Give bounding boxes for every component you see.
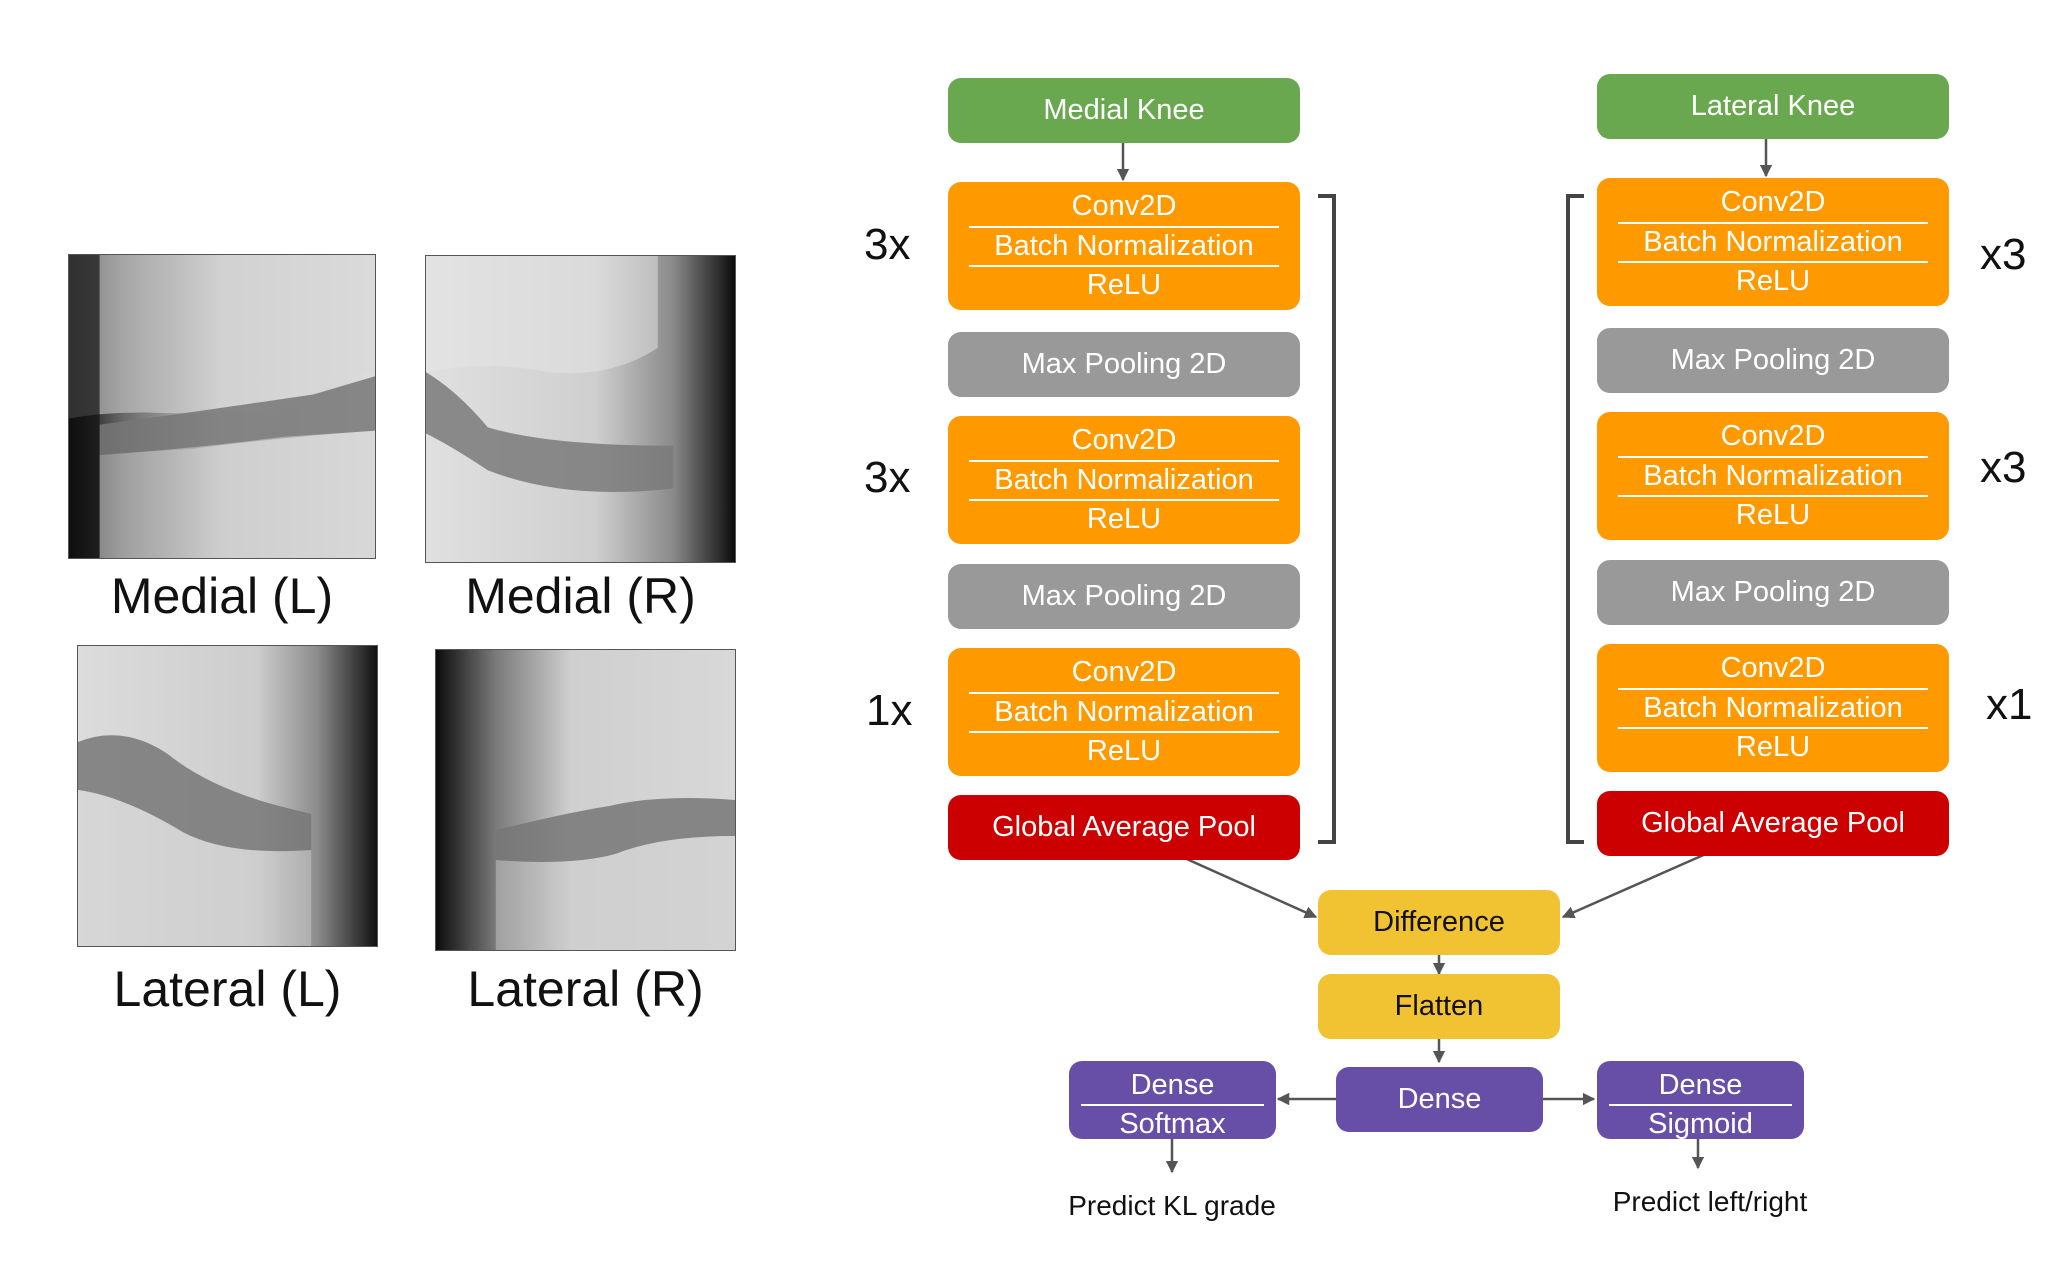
left-repeat-3: 1x — [866, 686, 913, 735]
left-conv-block-1: Conv2D Batch Normalization ReLU — [948, 182, 1300, 310]
right-maxpool-1: Max Pooling 2D — [1597, 328, 1949, 393]
left-maxpool-1: Max Pooling 2D — [948, 332, 1300, 397]
left-repeat-1: 3x — [864, 220, 911, 269]
bracket-right-branch — [1566, 194, 1584, 844]
conv2d-label: Conv2D — [1071, 656, 1177, 689]
right-repeat-3: x1 — [1986, 680, 2033, 729]
right-repeat-2: x3 — [1980, 443, 2027, 492]
dense-label: Dense — [1130, 1069, 1215, 1101]
right-global-average-pool: Global Average Pool — [1597, 791, 1949, 856]
caption-medial-right: Medial (R) — [465, 568, 696, 624]
lateral-knee-input: Lateral Knee — [1597, 74, 1949, 139]
dense-layer: Dense — [1336, 1067, 1543, 1132]
sigmoid-head: Dense Sigmoid — [1597, 1061, 1804, 1139]
xray-medial-left — [68, 254, 376, 559]
conv2d-label: Conv2D — [1720, 420, 1826, 453]
xray-medial-right — [425, 255, 736, 563]
conv2d-label: Conv2D — [1720, 186, 1826, 219]
left-maxpool-2: Max Pooling 2D — [948, 564, 1300, 629]
conv2d-label: Conv2D — [1071, 424, 1177, 457]
xray-lateral-right — [435, 649, 736, 951]
batchnorm-label: Batch Normalization — [969, 691, 1279, 731]
batchnorm-label: Batch Normalization — [969, 225, 1279, 265]
left-global-average-pool: Global Average Pool — [948, 795, 1300, 860]
left-repeat-2: 3x — [864, 453, 911, 502]
caption-lateral-left: Lateral (L) — [113, 961, 342, 1017]
batchnorm-label: Batch Normalization — [1618, 455, 1928, 495]
right-conv-block-3: Conv2D Batch Normalization ReLU — [1597, 644, 1949, 772]
relu-label: ReLU — [969, 264, 1279, 304]
right-maxpool-2: Max Pooling 2D — [1597, 560, 1949, 625]
relu-label: ReLU — [969, 730, 1279, 770]
xray-lateral-left — [77, 645, 378, 947]
caption-medial-left: Medial (L) — [110, 568, 334, 624]
caption-lateral-right: Lateral (R) — [467, 961, 704, 1017]
flatten-layer: Flatten — [1318, 974, 1560, 1039]
relu-label: ReLU — [1618, 494, 1928, 534]
conv2d-label: Conv2D — [1720, 652, 1826, 685]
left-conv-block-3: Conv2D Batch Normalization ReLU — [948, 648, 1300, 776]
right-conv-block-1: Conv2D Batch Normalization ReLU — [1597, 178, 1949, 306]
softmax-label: Softmax — [1081, 1104, 1264, 1143]
right-conv-block-2: Conv2D Batch Normalization ReLU — [1597, 412, 1949, 540]
conv2d-label: Conv2D — [1071, 190, 1177, 223]
sigmoid-label: Sigmoid — [1609, 1104, 1792, 1143]
batchnorm-label: Batch Normalization — [1618, 687, 1928, 727]
kl-grade-output: Predict KL grade — [1068, 1190, 1276, 1221]
dense-label: Dense — [1658, 1069, 1743, 1101]
bracket-left-branch — [1318, 194, 1336, 844]
arrow-left-pool-to-difference — [1179, 854, 1318, 919]
right-repeat-1: x3 — [1980, 230, 2027, 279]
left-conv-block-2: Conv2D Batch Normalization ReLU — [948, 416, 1300, 544]
batchnorm-label: Batch Normalization — [969, 459, 1279, 499]
relu-label: ReLU — [1618, 260, 1928, 300]
relu-label: ReLU — [969, 498, 1279, 538]
softmax-head: Dense Softmax — [1069, 1061, 1276, 1139]
medial-knee-input: Medial Knee — [948, 78, 1300, 143]
arrow-right-pool-to-difference — [1561, 851, 1709, 919]
relu-label: ReLU — [1618, 726, 1928, 766]
batchnorm-label: Batch Normalization — [1618, 221, 1928, 261]
left-right-output: Predict left/right — [1612, 1186, 1808, 1217]
difference-layer: Difference — [1318, 890, 1560, 955]
